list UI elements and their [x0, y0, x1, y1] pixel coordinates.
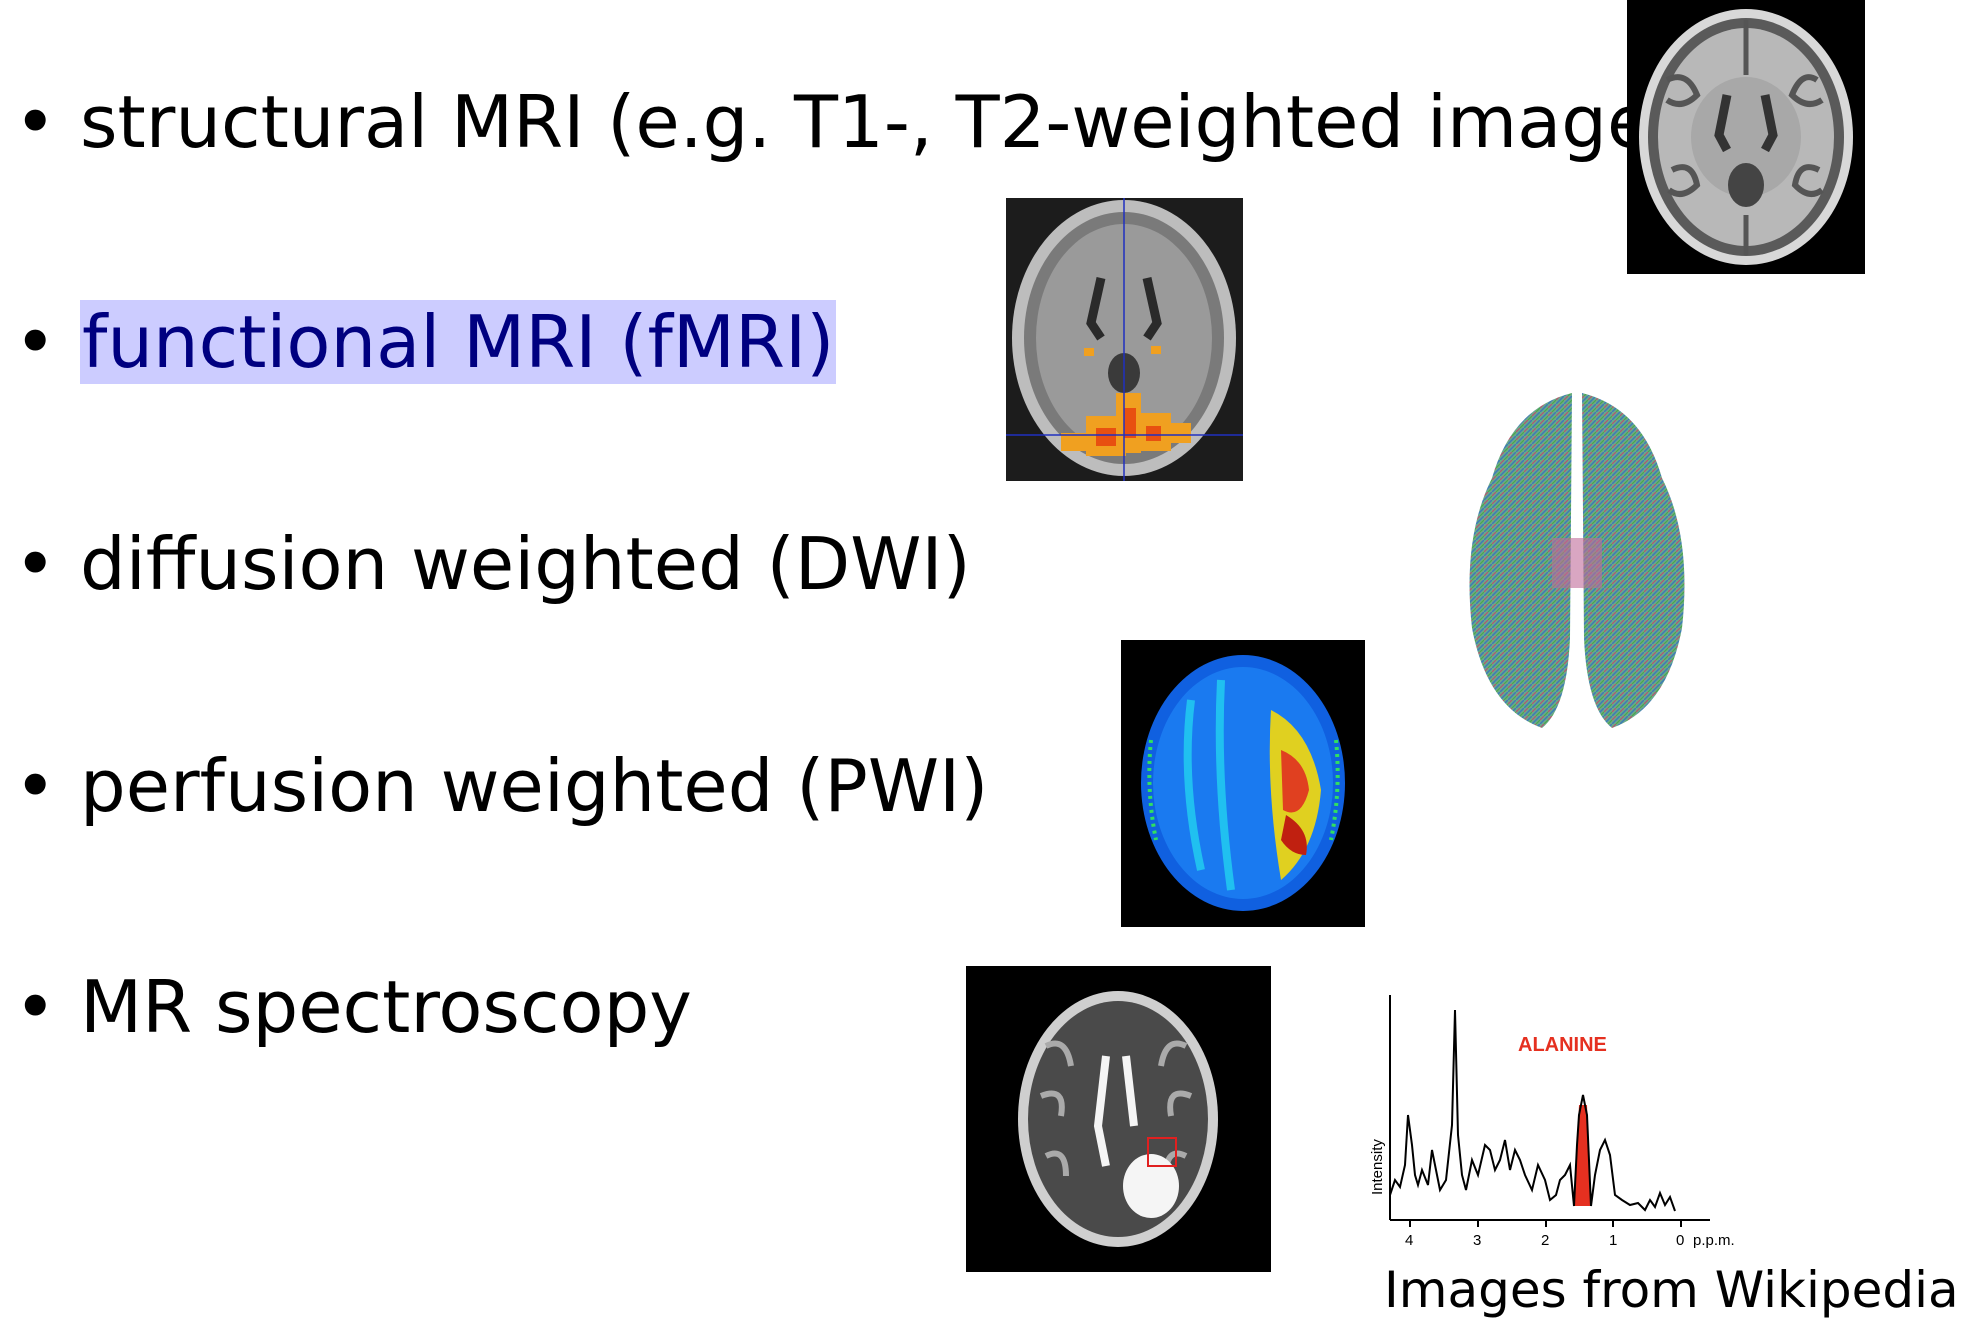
spectrum-ylabel: Intensity — [1369, 1139, 1386, 1195]
bullet-functional-mri: •functional MRI (fMRI) — [14, 300, 837, 384]
tick-label: 0 — [1676, 1232, 1684, 1249]
bullet-text: diffusion weighted (DWI) — [80, 522, 971, 606]
spectrum-unit: p.p.m. — [1693, 1232, 1735, 1249]
tick-label: 4 — [1405, 1232, 1413, 1249]
t2-mri-image — [966, 966, 1271, 1272]
bullet-text: perfusion weighted (PWI) — [80, 744, 989, 828]
mr-spectrum-plot: ALANINE Intensity 4 3 2 1 0 p.p.m. — [1360, 975, 1760, 1250]
bullet-text: MR spectroscopy — [80, 965, 692, 1049]
tick-label: 1 — [1609, 1232, 1617, 1249]
bullet-perfusion-weighted: •perfusion weighted (PWI) — [14, 744, 989, 828]
t1-mri-image — [1627, 0, 1865, 274]
tick-label: 2 — [1541, 1232, 1549, 1249]
dti-tractography-image — [1452, 388, 1702, 733]
fmri-image — [1006, 198, 1243, 481]
bullet-text-highlighted: functional MRI (fMRI) — [80, 300, 837, 384]
bullet-diffusion-weighted: •diffusion weighted (DWI) — [14, 522, 971, 606]
bullet-structural-mri: •structural MRI (e.g. T1-, T2-weighted i… — [14, 80, 1717, 164]
bullet-text: structural MRI (e.g. T1-, T2-weighted im… — [80, 80, 1717, 164]
bullet-mr-spectroscopy: •MR spectroscopy — [14, 965, 692, 1049]
peak-label-alanine: ALANINE — [1518, 1034, 1607, 1056]
pwi-perfusion-image — [1121, 640, 1365, 927]
image-credit-caption: Images from Wikipedia — [1384, 1261, 1959, 1319]
tick-label: 3 — [1473, 1232, 1481, 1249]
